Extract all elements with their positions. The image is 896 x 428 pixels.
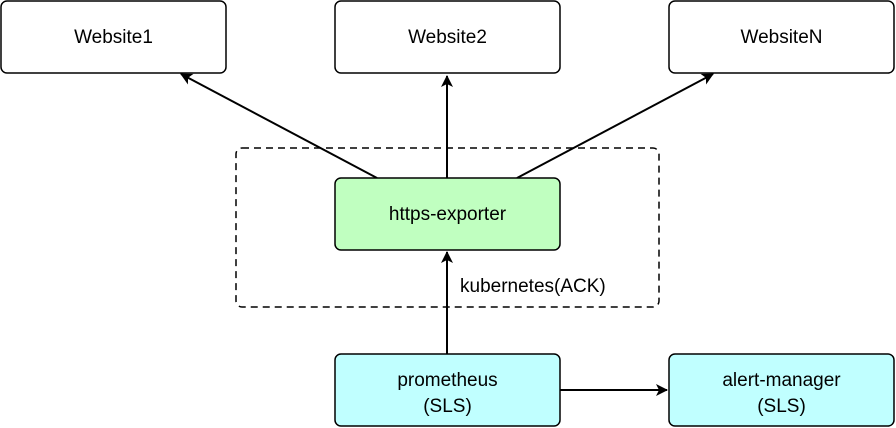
alert-manager-label-line1: alert-manager	[722, 370, 841, 391]
website1-label: Website1	[74, 27, 153, 48]
https-exporter-label: https-exporter	[389, 204, 507, 225]
prometheus-label-line2: (SLS)	[423, 396, 472, 417]
prometheus-label-line1: prometheus	[397, 370, 497, 391]
cluster-label: kubernetes(ACK)	[460, 276, 606, 297]
edge-exporter-to-websiteN	[516, 73, 714, 179]
node-websiteN: WebsiteN	[668, 0, 895, 74]
alert-manager-label-line2: (SLS)	[757, 396, 806, 417]
websiteN-label: WebsiteN	[740, 27, 822, 48]
node-website1: Website1	[0, 0, 227, 74]
edge-exporter-to-website1	[180, 73, 378, 179]
node-prometheus: prometheus (SLS)	[334, 353, 561, 427]
website2-label: Website2	[408, 27, 487, 48]
node-https-exporter: https-exporter	[334, 177, 561, 251]
node-website2: Website2	[334, 0, 561, 74]
node-alert-manager: alert-manager (SLS)	[668, 353, 895, 427]
edges	[180, 73, 714, 396]
